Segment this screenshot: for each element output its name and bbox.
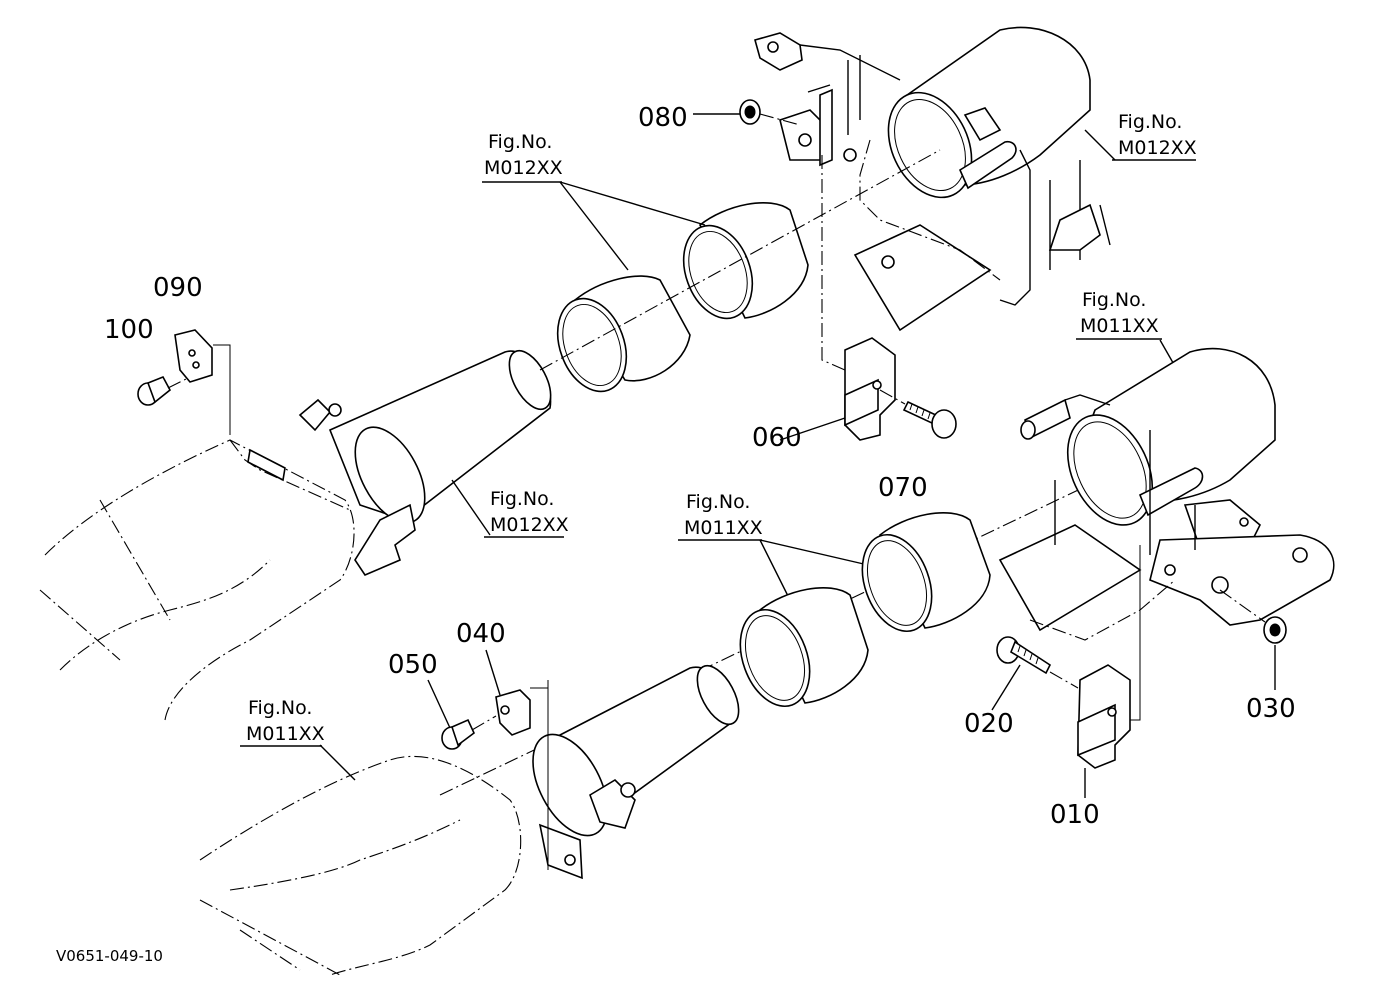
lower-cylinder (532, 664, 740, 880)
upper-bushing-right (682, 202, 809, 320)
upper-bracket (754, 26, 1111, 332)
fig-ref-m011xx-middle: Fig.No. M011XX (678, 491, 763, 541)
part-070-bolt (879, 389, 957, 439)
part-010-block (1077, 545, 1141, 798)
part-050-bolt (427, 679, 497, 750)
fig-ref-title: Fig.No. (490, 488, 554, 510)
upper-cylinder (247, 349, 552, 576)
fig-ref-m011xx-right: Fig.No. M011XX (1076, 289, 1162, 340)
leader-m012xx-upper-left (559, 181, 706, 271)
fig-ref-m012xx-right: Fig.No. M012XX (1112, 111, 1197, 161)
lower-bushing-right (861, 512, 991, 633)
part-label-050: 050 (388, 650, 438, 680)
fig-ref-title: Fig.No. (1118, 111, 1182, 133)
part-020-bolt (991, 636, 1079, 711)
part-080-nut (693, 99, 801, 126)
upper-bushing-left (556, 275, 691, 393)
part-label-060: 060 (752, 423, 802, 453)
part-090-plate (174, 329, 231, 435)
drawing-code: V0651-049-10 (56, 947, 163, 965)
part-030-nut (1219, 589, 1287, 690)
part-label-020: 020 (964, 709, 1014, 739)
lower-bushing-left (739, 587, 869, 708)
leader-m011xx-lower (319, 744, 356, 781)
part-label-080: 080 (638, 103, 688, 133)
leader-m012xx-right (1084, 129, 1116, 161)
part-label-040: 040 (456, 619, 506, 649)
part-label-010: 010 (1050, 800, 1100, 830)
fig-ref-title: Fig.No. (488, 131, 552, 153)
part-label-100: 100 (104, 315, 154, 345)
part-label-030: 030 (1246, 694, 1296, 724)
leader-m011xx-middle (759, 539, 869, 601)
leader-m012xx-middle (451, 479, 491, 536)
part-040-plate (485, 649, 549, 736)
part-label-090: 090 (153, 273, 203, 303)
upper-axis-line (539, 149, 941, 371)
fig-ref-title: Fig.No. (686, 491, 750, 513)
upper-boom-body (39, 439, 355, 721)
part-100-bolt (137, 375, 189, 406)
fig-ref-number: M012XX (484, 157, 563, 179)
fig-ref-title: Fig.No. (248, 697, 312, 719)
fig-ref-m012xx-middle: Fig.No. M012XX (484, 488, 569, 538)
fig-ref-number: M011XX (1080, 315, 1159, 337)
fig-ref-number: M012XX (490, 514, 569, 536)
fig-ref-number: M011XX (246, 723, 325, 745)
fig-ref-m011xx-lower: Fig.No. M011XX (240, 697, 325, 747)
lower-boom-body (199, 755, 522, 976)
lower-bracket (998, 347, 1335, 641)
fig-ref-number: M012XX (1118, 137, 1197, 159)
fig-ref-title: Fig.No. (1082, 289, 1146, 311)
fig-ref-number: M011XX (684, 517, 763, 539)
part-060-block (779, 155, 896, 441)
fig-ref-m012xx-upper-left: Fig.No. M012XX (482, 131, 563, 183)
part-label-070: 070 (878, 473, 928, 503)
